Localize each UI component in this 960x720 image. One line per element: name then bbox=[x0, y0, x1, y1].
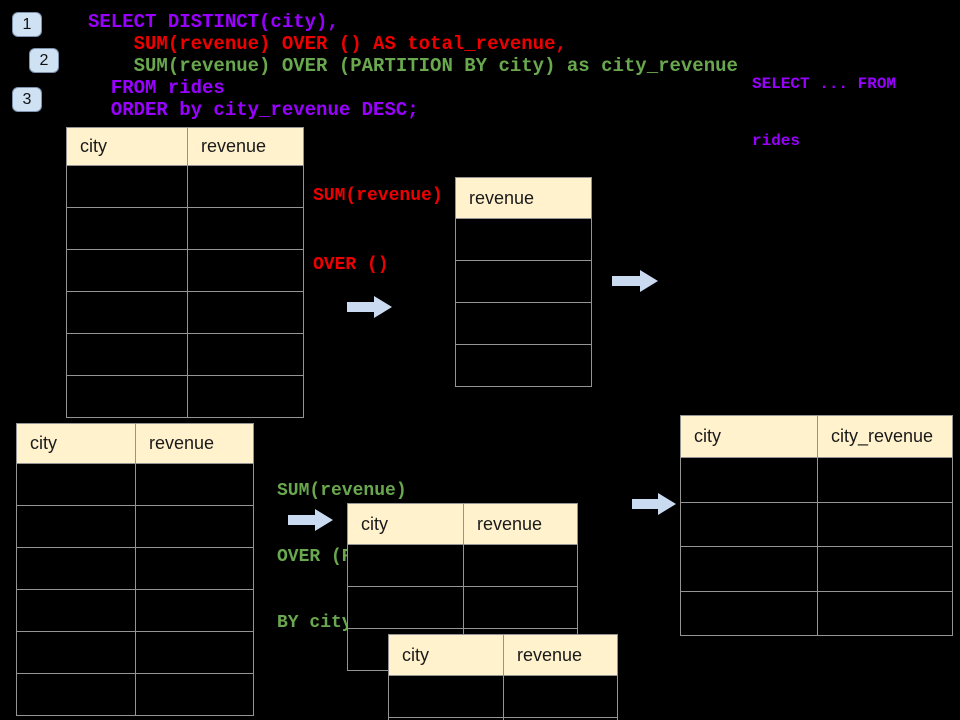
table-cell bbox=[17, 548, 136, 590]
flow-arrow-icon bbox=[612, 270, 658, 292]
table-cell bbox=[464, 545, 578, 587]
sql-line-select: SELECT DISTINCT(city), bbox=[88, 11, 339, 33]
step-badge-2-label: 2 bbox=[39, 51, 49, 69]
table-cell bbox=[17, 506, 136, 548]
table-cell bbox=[456, 345, 592, 387]
table-cell bbox=[67, 376, 188, 418]
annotation-total-revenue: SUM(revenue) OVER () bbox=[313, 139, 443, 323]
annotation-total-revenue-line1: SUM(revenue) bbox=[313, 186, 443, 206]
table-total-result: revenue bbox=[455, 177, 592, 387]
table-cell bbox=[681, 458, 818, 503]
table-cell bbox=[389, 718, 504, 720]
step-badge-3: 3 bbox=[12, 87, 42, 112]
table-cell bbox=[456, 303, 592, 345]
table-cell bbox=[188, 166, 304, 208]
sql-snippet-note: SELECT ... FROM rides bbox=[752, 37, 896, 189]
table-cell bbox=[136, 548, 254, 590]
flow-arrow-icon bbox=[347, 296, 392, 318]
table-cell bbox=[17, 674, 136, 716]
table-cell bbox=[818, 591, 953, 636]
table-cell bbox=[17, 632, 136, 674]
table-header-cell: revenue bbox=[464, 504, 578, 545]
sql-snippet-note-line2: rides bbox=[752, 132, 801, 150]
table-header-cell: revenue bbox=[456, 178, 592, 219]
table-cell bbox=[681, 591, 818, 636]
table-cell bbox=[136, 590, 254, 632]
table-cell bbox=[348, 587, 464, 629]
table-cell bbox=[136, 506, 254, 548]
table-cell bbox=[136, 632, 254, 674]
sql-snippet-note-line1: SELECT ... FROM bbox=[752, 75, 897, 93]
table-cell bbox=[818, 502, 953, 547]
table-cell bbox=[188, 250, 304, 292]
step-badge-1: 1 bbox=[12, 12, 42, 37]
table-cell bbox=[188, 292, 304, 334]
table-cell bbox=[67, 208, 188, 250]
table-cell bbox=[389, 676, 504, 718]
table-cell bbox=[188, 208, 304, 250]
table-header-cell: revenue bbox=[136, 424, 254, 464]
flow-arrow-icon bbox=[288, 509, 333, 531]
flow-arrow-icon bbox=[632, 493, 676, 515]
table-cell bbox=[17, 590, 136, 632]
table-cell bbox=[136, 464, 254, 506]
sql-line-city-revenue: SUM(revenue) OVER (PARTITION BY city) as… bbox=[88, 55, 738, 77]
table-header-cell: city bbox=[67, 128, 188, 166]
table-cell bbox=[681, 547, 818, 592]
table-header-cell: city bbox=[389, 635, 504, 676]
table-header-cell: city bbox=[348, 504, 464, 545]
table-cell bbox=[456, 219, 592, 261]
table-cell bbox=[818, 547, 953, 592]
table-header-cell: city_revenue bbox=[818, 416, 953, 458]
annotation-total-revenue-line2: OVER () bbox=[313, 255, 389, 275]
sql-line-order-by: ORDER by city_revenue DESC; bbox=[88, 99, 419, 121]
table-cell bbox=[818, 458, 953, 503]
table-cell bbox=[456, 261, 592, 303]
table-cell bbox=[136, 674, 254, 716]
table-header-cell: city bbox=[681, 416, 818, 458]
table-cell bbox=[464, 587, 578, 629]
sql-line-total-revenue: SUM(revenue) OVER () AS total_revenue, bbox=[88, 33, 567, 55]
step-badge-1-label: 1 bbox=[22, 15, 32, 33]
table-cell bbox=[17, 464, 136, 506]
table-cell bbox=[188, 376, 304, 418]
table-cell bbox=[681, 502, 818, 547]
table-cell bbox=[504, 676, 618, 718]
table-header-cell: city bbox=[17, 424, 136, 464]
table-cell bbox=[67, 166, 188, 208]
sql-code-block: SELECT DISTINCT(city), SUM(revenue) OVER… bbox=[88, 11, 738, 121]
table-header-cell: revenue bbox=[188, 128, 304, 166]
sql-line-from: FROM rides bbox=[88, 77, 225, 99]
annotation-partition-line1: SUM(revenue) bbox=[277, 481, 407, 501]
table-cell bbox=[67, 250, 188, 292]
table-cell bbox=[67, 292, 188, 334]
step-badge-3-label: 3 bbox=[22, 90, 32, 108]
table-header-cell: revenue bbox=[504, 635, 618, 676]
table-cell bbox=[67, 334, 188, 376]
table-cell bbox=[348, 545, 464, 587]
table-cell bbox=[188, 334, 304, 376]
step-badge-2: 2 bbox=[29, 48, 59, 73]
table-cell bbox=[504, 718, 618, 720]
